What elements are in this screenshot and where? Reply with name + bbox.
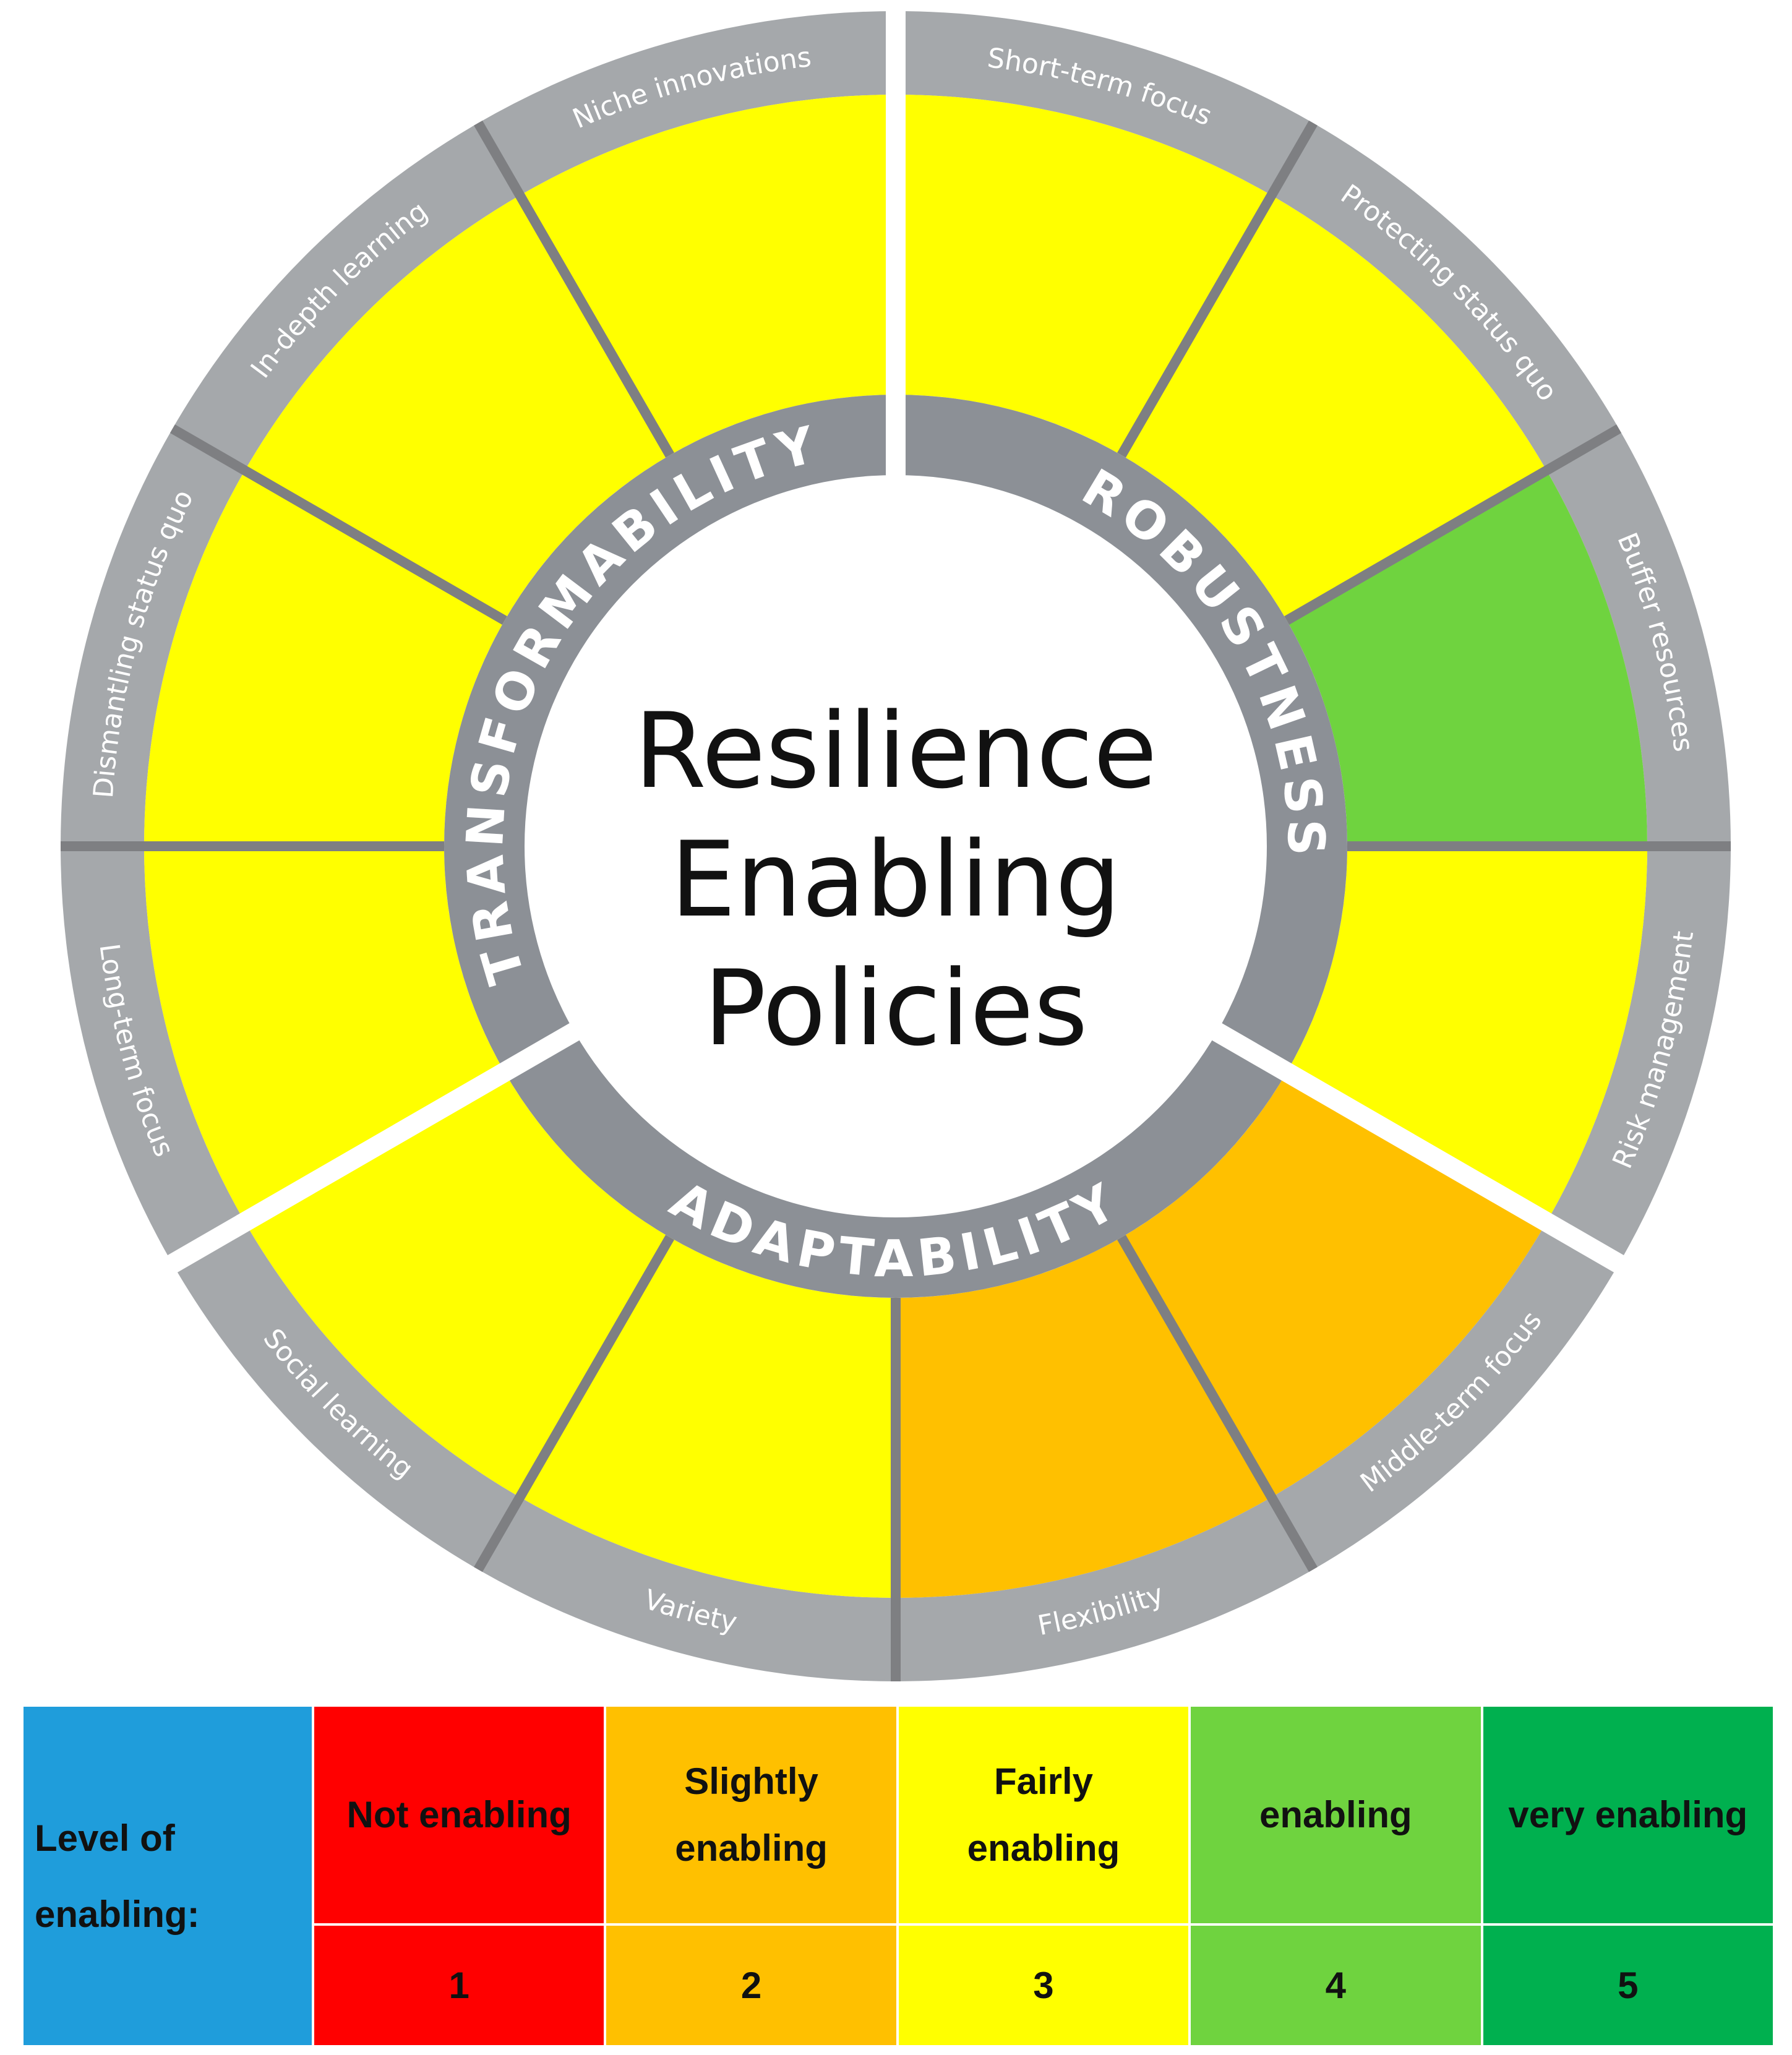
center-disc bbox=[578, 529, 1213, 1164]
segment-short-term-focus bbox=[896, 95, 1272, 455]
segment-long-term-focus bbox=[144, 846, 505, 1222]
legend-level-3-value: 3 bbox=[896, 1923, 1191, 2048]
capacity-ring-robustness bbox=[896, 395, 1347, 1072]
segment-in-depth-learning bbox=[244, 195, 670, 620]
segment-band-social-learning bbox=[172, 1222, 520, 1570]
segment-band-dismantling-status-quo bbox=[61, 429, 245, 846]
segment-band-niche-innovations bbox=[478, 11, 896, 195]
segments-layer bbox=[61, 11, 1731, 1681]
legend-level-1-name: Not enabling bbox=[346, 1794, 572, 1835]
legend-level-4-name-cell: enabling bbox=[1188, 1704, 1483, 1926]
legend-level-3-name-line-2: enabling bbox=[967, 1827, 1120, 1869]
legend-level-2-name-line-2: enabling bbox=[675, 1827, 828, 1869]
segment-variety bbox=[520, 1237, 896, 1598]
segment-dismantling-status-quo bbox=[144, 470, 505, 846]
center-title-line-1: Resilience bbox=[634, 690, 1157, 812]
segment-divider-9 bbox=[474, 120, 674, 458]
segment-divider-6 bbox=[474, 1235, 674, 1572]
capacity-gap-2 bbox=[1206, 1020, 1629, 1276]
segment-band-protecting-status-quo bbox=[1271, 122, 1619, 471]
legend-level-3-name-cell: Fairly enabling bbox=[896, 1704, 1191, 1926]
legend-level-1-name-cell: Not enabling bbox=[311, 1704, 607, 1926]
capacity-ring-transformability bbox=[444, 395, 896, 1072]
legend-level-5-name: very enabling bbox=[1508, 1794, 1748, 1835]
segment-risk-management bbox=[1287, 846, 1647, 1222]
segment-buffer-resources bbox=[1287, 470, 1647, 846]
segment-band-short-term-focus bbox=[896, 11, 1313, 195]
legend-level-2-value: 2 bbox=[604, 1923, 899, 2048]
segment-divider-8 bbox=[169, 424, 507, 625]
segment-divider-1 bbox=[1117, 120, 1318, 458]
legend-level-5-value: 5 bbox=[1480, 1923, 1776, 2048]
legend-level-4-value: 4 bbox=[1188, 1923, 1483, 2048]
segment-protecting-status-quo bbox=[1121, 195, 1547, 620]
segment-divider-2 bbox=[1284, 424, 1622, 625]
segment-niche-innovations bbox=[520, 95, 896, 455]
capacity-ring-adaptability bbox=[504, 1032, 1287, 1298]
segment-middle-term-focus bbox=[1121, 1072, 1547, 1498]
segment-divider-4 bbox=[1117, 1235, 1318, 1572]
legend-level-2-name-line-1: Slightly bbox=[684, 1761, 818, 1802]
legend-label-cell: Level of enabling: bbox=[21, 1704, 314, 2048]
enabling-level-legend: Level of enabling: Not enabling Slightly… bbox=[21, 1704, 1776, 2048]
segment-band-flexibility bbox=[896, 1497, 1313, 1681]
segment-social-learning bbox=[244, 1072, 670, 1498]
segment-band-long-term-focus bbox=[61, 846, 245, 1264]
center-title-line-2: Enabling bbox=[671, 819, 1121, 940]
segment-band-buffer-resources bbox=[1546, 429, 1731, 846]
center-title-line-3: Policies bbox=[703, 948, 1087, 1069]
legend-level-4-name: enabling bbox=[1259, 1794, 1412, 1835]
segment-band-middle-term-focus bbox=[1271, 1222, 1619, 1570]
legend-label-line-1: Level of bbox=[35, 1817, 175, 1859]
segment-band-variety bbox=[478, 1497, 896, 1681]
segment-flexibility bbox=[896, 1237, 1272, 1598]
segment-band-in-depth-learning bbox=[172, 122, 520, 471]
legend-label-line-2: enabling: bbox=[35, 1893, 200, 1935]
legend-level-5-name-cell: very enabling bbox=[1480, 1704, 1776, 1926]
segment-band-risk-management bbox=[1546, 846, 1731, 1264]
capacity-gap-3 bbox=[162, 1020, 585, 1276]
legend-level-1-value: 1 bbox=[311, 1923, 607, 2048]
legend-level-2-name-cell: Slightly enabling bbox=[604, 1704, 899, 1926]
legend-level-3-name-line-1: Fairly bbox=[993, 1761, 1094, 1802]
